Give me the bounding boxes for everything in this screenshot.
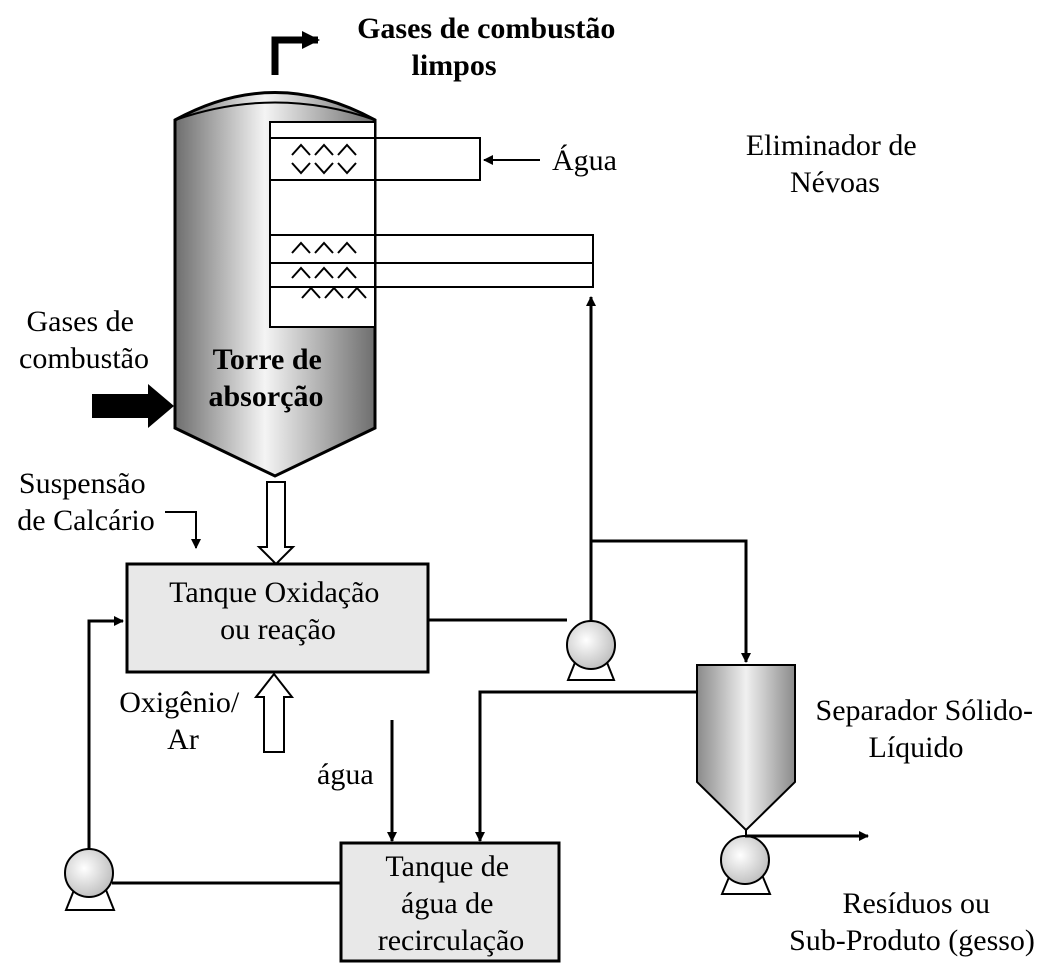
solid-liquid-separator	[696, 664, 796, 832]
return-to-tank-pipe	[87, 616, 124, 849]
recirc-tank-label: Tanque de água de recirculação	[378, 850, 525, 957]
byproduct-pump	[720, 835, 772, 895]
oxidation-tank	[125, 562, 430, 674]
tower-label: Torre de absorção	[209, 343, 330, 413]
overflow-pipe	[475, 690, 697, 842]
separator-label: Separador Sólido- Líquido	[816, 694, 1041, 764]
water-inlet-pipe	[375, 137, 540, 181]
clean-gas-arrow	[271, 31, 320, 75]
oxygen-label: Oxigênio/ Ar	[119, 686, 247, 756]
recirculation-tank	[339, 841, 561, 963]
makeup-water-label: água	[317, 758, 374, 791]
flue-gas-label: Gases de combustão	[19, 305, 149, 375]
limestone-label: Suspensão de Calcário	[17, 467, 154, 537]
byproduct-label: Resíduos ou Sub-Produto (gesso)	[789, 887, 1035, 957]
flue-gas-inlet-arrow	[92, 384, 174, 428]
limestone-feed-arrow	[165, 511, 201, 549]
mist-eliminator-label: Eliminador de Névoas	[746, 129, 924, 199]
bleed-to-separator-pipe	[591, 539, 751, 663]
tower-to-tank-arrow	[256, 481, 296, 566]
water-inlet-label: Água	[552, 144, 617, 177]
recirculation-pump	[64, 848, 116, 911]
mist-eliminator-box	[269, 121, 376, 328]
clean-gas-label: Gases de combustão limpos	[357, 12, 623, 82]
oxidation-tank-label: Tanque Oxidação ou reação	[169, 576, 387, 646]
oxygen-inlet-arrow	[253, 672, 295, 753]
slurry-pump	[566, 620, 616, 681]
spray-header-pipes	[375, 234, 594, 288]
